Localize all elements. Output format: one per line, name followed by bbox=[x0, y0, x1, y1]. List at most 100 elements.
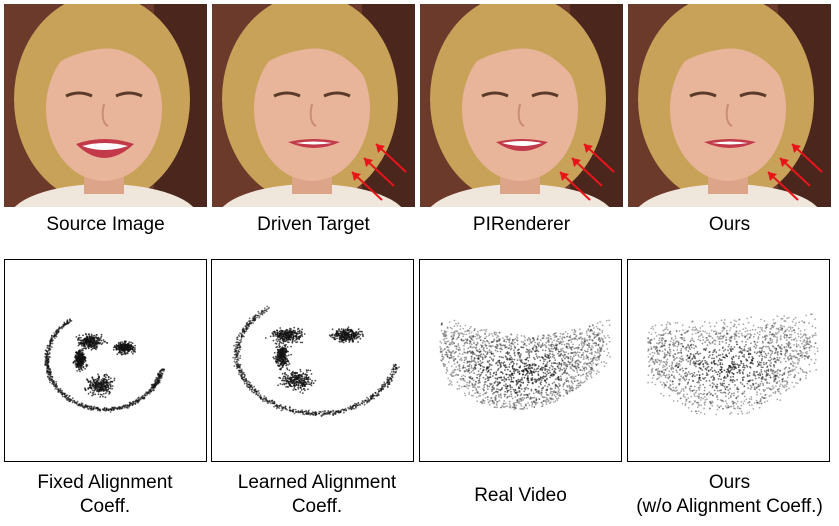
point bbox=[158, 377, 161, 380]
point bbox=[269, 335, 272, 338]
photo-ours bbox=[628, 4, 831, 207]
point bbox=[158, 370, 161, 373]
point bbox=[592, 362, 595, 365]
point bbox=[500, 356, 503, 359]
point bbox=[342, 336, 344, 339]
point bbox=[511, 338, 514, 341]
point bbox=[520, 381, 523, 384]
point bbox=[578, 337, 581, 340]
point bbox=[283, 362, 286, 365]
point bbox=[327, 410, 330, 413]
point bbox=[342, 330, 344, 332]
point bbox=[248, 320, 250, 323]
point bbox=[102, 390, 105, 393]
point bbox=[295, 338, 298, 341]
point bbox=[573, 333, 575, 336]
point bbox=[584, 340, 586, 343]
point bbox=[254, 314, 257, 316]
point bbox=[86, 338, 89, 341]
point bbox=[543, 400, 546, 402]
point bbox=[106, 379, 108, 382]
point bbox=[542, 337, 545, 340]
point bbox=[96, 334, 98, 336]
point bbox=[102, 392, 105, 395]
point bbox=[55, 383, 57, 386]
point bbox=[126, 352, 129, 355]
point bbox=[318, 412, 320, 415]
point bbox=[581, 353, 584, 356]
point bbox=[558, 369, 561, 372]
point bbox=[310, 384, 313, 387]
point bbox=[589, 330, 591, 333]
point bbox=[246, 321, 249, 324]
point bbox=[564, 364, 567, 367]
point bbox=[243, 335, 245, 338]
point bbox=[292, 370, 294, 373]
point bbox=[72, 360, 75, 363]
point bbox=[366, 396, 368, 399]
point bbox=[469, 345, 472, 348]
point bbox=[90, 335, 93, 337]
point bbox=[543, 358, 545, 361]
point bbox=[463, 380, 466, 382]
point bbox=[483, 328, 485, 331]
point bbox=[336, 337, 338, 340]
point bbox=[474, 366, 476, 368]
point bbox=[459, 332, 461, 335]
point bbox=[555, 384, 558, 387]
point bbox=[157, 381, 160, 384]
point bbox=[278, 342, 281, 345]
point bbox=[101, 387, 104, 390]
point bbox=[489, 344, 492, 347]
point bbox=[308, 413, 310, 415]
point bbox=[513, 352, 516, 355]
point bbox=[552, 343, 554, 346]
point bbox=[582, 345, 584, 348]
point bbox=[546, 361, 549, 363]
point bbox=[504, 369, 506, 371]
point bbox=[453, 369, 456, 371]
point bbox=[76, 360, 79, 363]
point bbox=[440, 347, 443, 350]
point bbox=[603, 335, 606, 337]
point bbox=[105, 389, 108, 391]
point bbox=[390, 378, 393, 381]
point bbox=[445, 330, 448, 333]
point bbox=[528, 354, 531, 357]
point bbox=[469, 381, 471, 384]
point bbox=[46, 352, 49, 354]
point bbox=[329, 411, 332, 414]
point bbox=[75, 359, 78, 361]
point bbox=[579, 361, 582, 364]
point bbox=[484, 332, 486, 335]
point bbox=[527, 396, 529, 399]
point bbox=[285, 364, 288, 367]
point bbox=[544, 400, 547, 402]
point bbox=[107, 387, 110, 390]
point bbox=[575, 334, 578, 337]
point bbox=[532, 392, 535, 395]
point bbox=[519, 379, 522, 381]
point bbox=[475, 391, 478, 393]
point bbox=[471, 377, 474, 380]
point bbox=[559, 332, 562, 335]
point bbox=[105, 408, 107, 411]
point bbox=[107, 378, 110, 381]
point bbox=[93, 337, 96, 340]
point bbox=[452, 337, 454, 339]
point bbox=[478, 386, 481, 388]
point bbox=[281, 339, 284, 342]
point bbox=[482, 357, 484, 359]
point bbox=[471, 389, 474, 392]
point bbox=[557, 394, 560, 397]
point bbox=[600, 337, 603, 340]
point bbox=[293, 329, 296, 332]
point bbox=[59, 387, 62, 390]
point bbox=[363, 403, 366, 406]
point bbox=[495, 371, 498, 374]
point bbox=[239, 348, 241, 351]
point bbox=[494, 396, 497, 398]
teeth bbox=[712, 141, 748, 145]
point bbox=[534, 345, 537, 348]
point bbox=[486, 360, 489, 363]
